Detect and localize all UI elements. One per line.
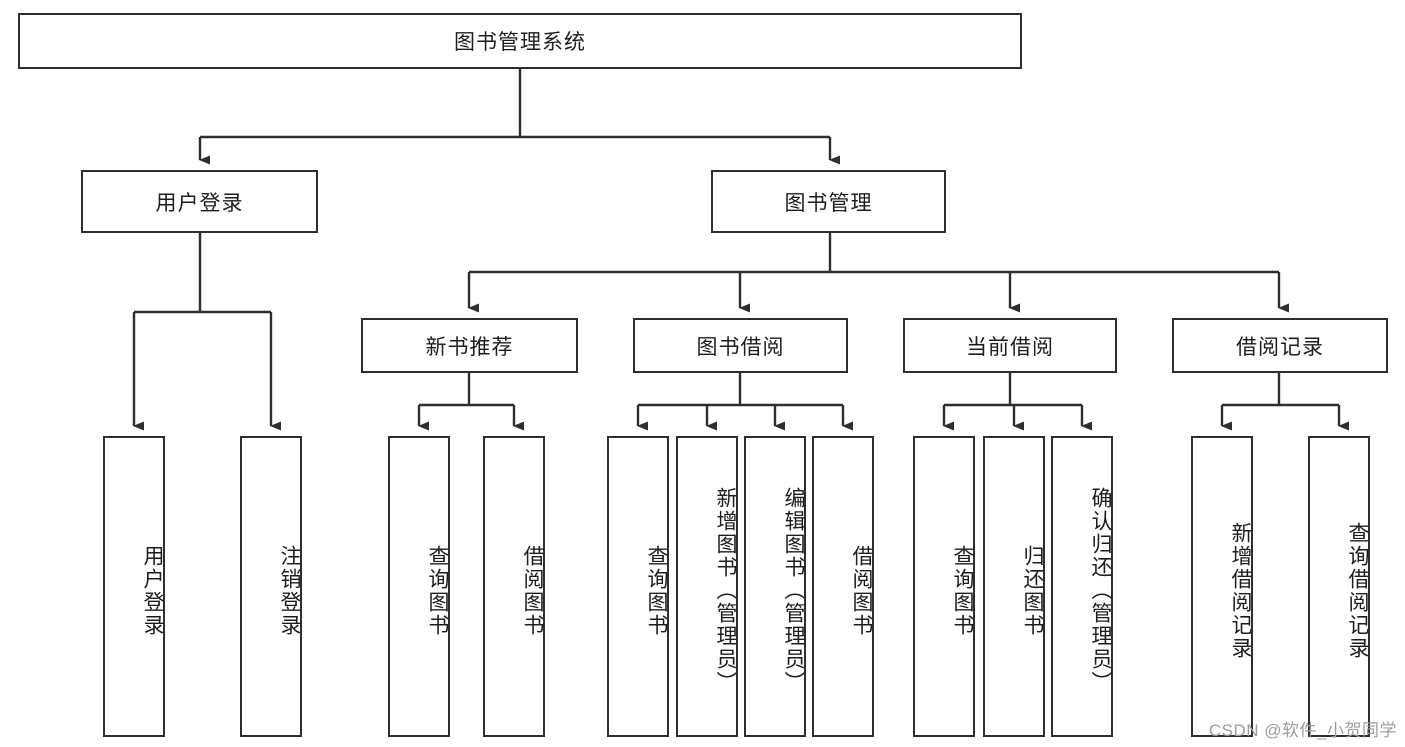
leaf-borrow-query-book-label: 查询图书 — [645, 544, 668, 637]
leaf-records-add-record-label: 新增借阅记录 — [1229, 521, 1252, 660]
leaf-borrow-lend-book-label: 借阅图书 — [850, 544, 873, 637]
leaf-borrow-query-book[interactable]: 查询图书 — [607, 436, 669, 737]
leaf-current-query-book[interactable]: 查询图书 — [913, 436, 975, 737]
node-root-system[interactable]: 图书管理系统 — [18, 13, 1022, 69]
leaf-current-return-book[interactable]: 归还图书 — [983, 436, 1045, 737]
leaf-records-query-record[interactable]: 查询借阅记录 — [1308, 436, 1370, 737]
node-user-login[interactable]: 用户登录 — [81, 170, 318, 233]
node-book-borrow[interactable]: 图书借阅 — [633, 318, 848, 373]
leaf-newbook-query-book-label: 查询图书 — [426, 544, 449, 637]
node-borrow-records-label: 借阅记录 — [1236, 335, 1324, 359]
node-root-system-label: 图书管理系统 — [454, 31, 586, 54]
leaf-user-login[interactable]: 用户登录 — [103, 436, 165, 737]
csdn-watermark: CSDN @软件_小贺同学 — [1208, 721, 1397, 740]
leaf-current-confirm-return-admin[interactable]: 确认归还（管理员） — [1051, 436, 1113, 737]
leaf-current-confirm-return-admin-label: 确认归还（管理员） — [1089, 487, 1112, 694]
leaf-borrow-add-book-admin-label: 新增图书（管理员） — [714, 487, 737, 694]
leaf-records-query-record-label: 查询借阅记录 — [1346, 521, 1369, 660]
node-new-book-recommend-label: 新书推荐 — [425, 335, 514, 359]
leaf-newbook-query-book[interactable]: 查询图书 — [388, 436, 450, 737]
node-current-borrow-label: 当前借阅 — [966, 335, 1054, 359]
leaf-borrow-edit-book-admin[interactable]: 编辑图书（管理员） — [744, 436, 806, 737]
node-current-borrow[interactable]: 当前借阅 — [903, 318, 1117, 373]
leaf-user-logout-label: 注销登录 — [278, 544, 301, 637]
node-book-borrow-label: 图书借阅 — [696, 335, 785, 359]
node-borrow-records[interactable]: 借阅记录 — [1172, 318, 1388, 373]
node-book-management[interactable]: 图书管理 — [711, 170, 946, 233]
leaf-borrow-lend-book[interactable]: 借阅图书 — [812, 436, 874, 737]
node-new-book-recommend[interactable]: 新书推荐 — [361, 318, 578, 373]
leaf-newbook-borrow-book[interactable]: 借阅图书 — [483, 436, 545, 737]
leaf-borrow-edit-book-admin-label: 编辑图书（管理员） — [782, 487, 805, 694]
node-book-management-label: 图书管理 — [784, 191, 873, 215]
leaf-borrow-add-book-admin[interactable]: 新增图书（管理员） — [676, 436, 738, 737]
leaf-records-add-record[interactable]: 新增借阅记录 — [1191, 436, 1253, 737]
node-user-login-label: 用户登录 — [155, 191, 244, 215]
leaf-user-logout[interactable]: 注销登录 — [240, 436, 302, 737]
leaf-newbook-borrow-book-label: 借阅图书 — [521, 544, 544, 637]
leaf-current-return-book-label: 归还图书 — [1021, 544, 1044, 637]
leaf-user-login-label: 用户登录 — [141, 544, 164, 637]
leaf-current-query-book-label: 查询图书 — [951, 544, 974, 637]
